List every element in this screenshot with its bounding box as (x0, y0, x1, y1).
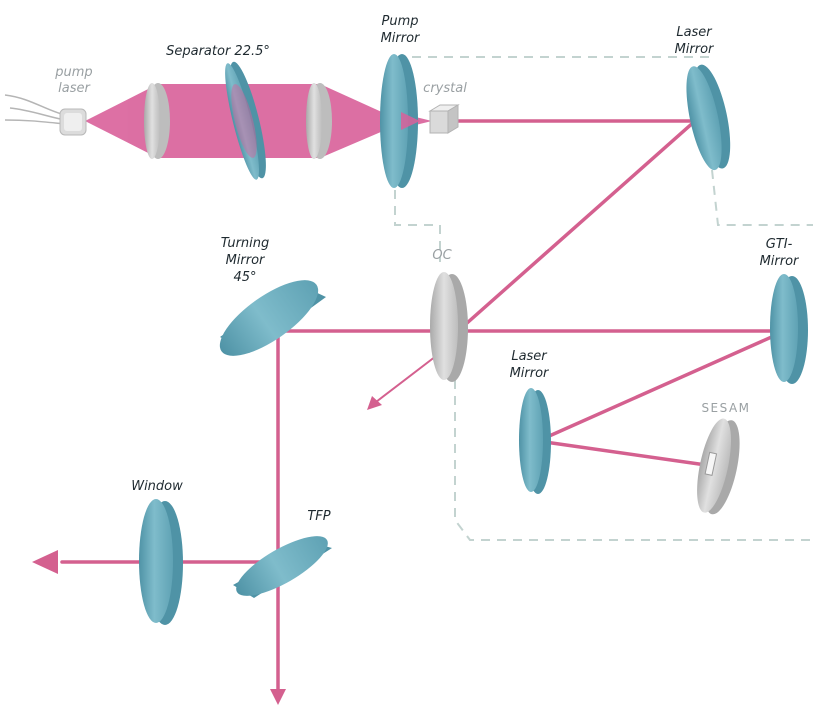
label-turning-mirror-line2: Mirror (226, 253, 266, 268)
tfp-optic (233, 536, 332, 598)
label-laser-mirror-mid-line1: Laser (511, 349, 548, 364)
sesam-optic (697, 418, 740, 515)
label-laser-mirror-top-line1: Laser (676, 25, 713, 40)
cavity-outline (394, 56, 813, 541)
window-optic (139, 499, 183, 625)
label-separator: Separator 22.5° (166, 44, 270, 59)
pump-laser-wires (4, 94, 66, 125)
label-tfp: TFP (307, 509, 330, 524)
lens-2 (306, 83, 332, 159)
label-crystal: crystal (423, 81, 467, 96)
leak-arrow (367, 396, 382, 410)
label-pump-mirror-line2: Mirror (381, 31, 421, 46)
label-laser-mirror-mid-line2: Mirror (510, 366, 550, 381)
laser-mirror-top (686, 64, 731, 171)
turning-mirror-45 (219, 280, 326, 356)
label-turning-mirror-line3: 45° (233, 270, 256, 285)
label-oc: OC (432, 248, 452, 263)
label-laser-mirror-top-line2: Mirror (675, 42, 715, 57)
gti-mirror (770, 274, 808, 384)
label-gti-mirror-line2: Mirror (760, 254, 800, 269)
label-gti-mirror-line1: GTI- (766, 237, 793, 252)
output-coupler (430, 272, 468, 382)
laser-mirror-mid (519, 388, 551, 494)
output-arrow-left (32, 550, 58, 574)
lens-1 (144, 83, 170, 159)
label-pump-mirror-line1: Pump (382, 14, 419, 29)
label-window: Window (131, 479, 183, 494)
label-turning-mirror-line1: Turning (221, 236, 270, 251)
label-sesam: SESAM (701, 401, 750, 415)
label-pump-laser-line1: pump (54, 65, 92, 80)
pump-mirror (380, 54, 420, 188)
pump-laser-diode (59, 108, 87, 136)
separator-optic (225, 61, 266, 180)
label-pump-laser-line2: laser (58, 81, 91, 96)
output-arrow-down (270, 689, 286, 705)
cavity-beam (60, 119, 787, 692)
crystal (428, 104, 460, 134)
